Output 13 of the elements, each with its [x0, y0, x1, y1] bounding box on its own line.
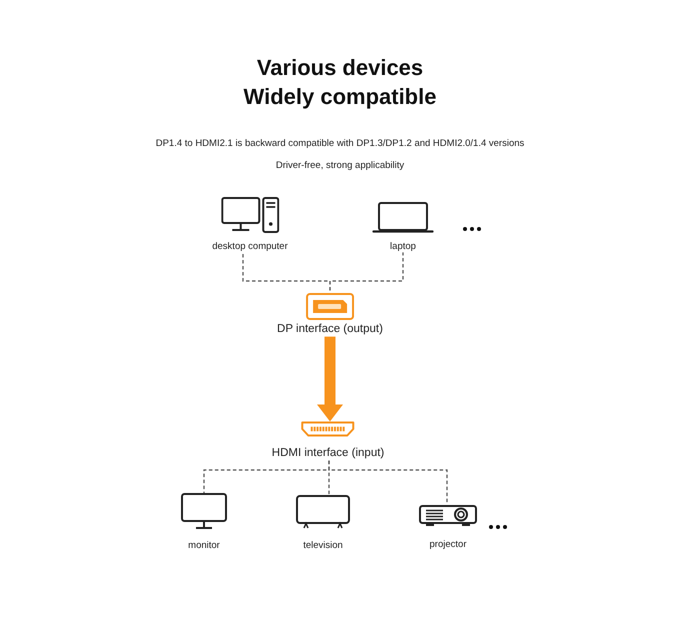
- device-label: television: [303, 540, 343, 552]
- interface-label: HDMI interface (input): [272, 447, 384, 461]
- dashed-connector: [328, 460, 448, 503]
- arrow: [317, 336, 343, 422]
- device-label: laptop: [390, 242, 416, 252]
- device-label: monitor: [188, 540, 220, 552]
- device-label: projector: [430, 540, 466, 550]
- dashed-connector: [329, 252, 404, 293]
- subtitle: Driver-free, strong applicability: [276, 160, 404, 172]
- device-label: desktop computer: [212, 242, 288, 252]
- subtitle: DP1.4 to HDMI2.1 is backward compatible with DP1.3/DP1.2 and HDMI2.0/1.4 versions: [156, 138, 524, 150]
- title: Various devices Widely compatible: [242, 54, 438, 111]
- interface-label: DP interface (output): [277, 323, 383, 337]
